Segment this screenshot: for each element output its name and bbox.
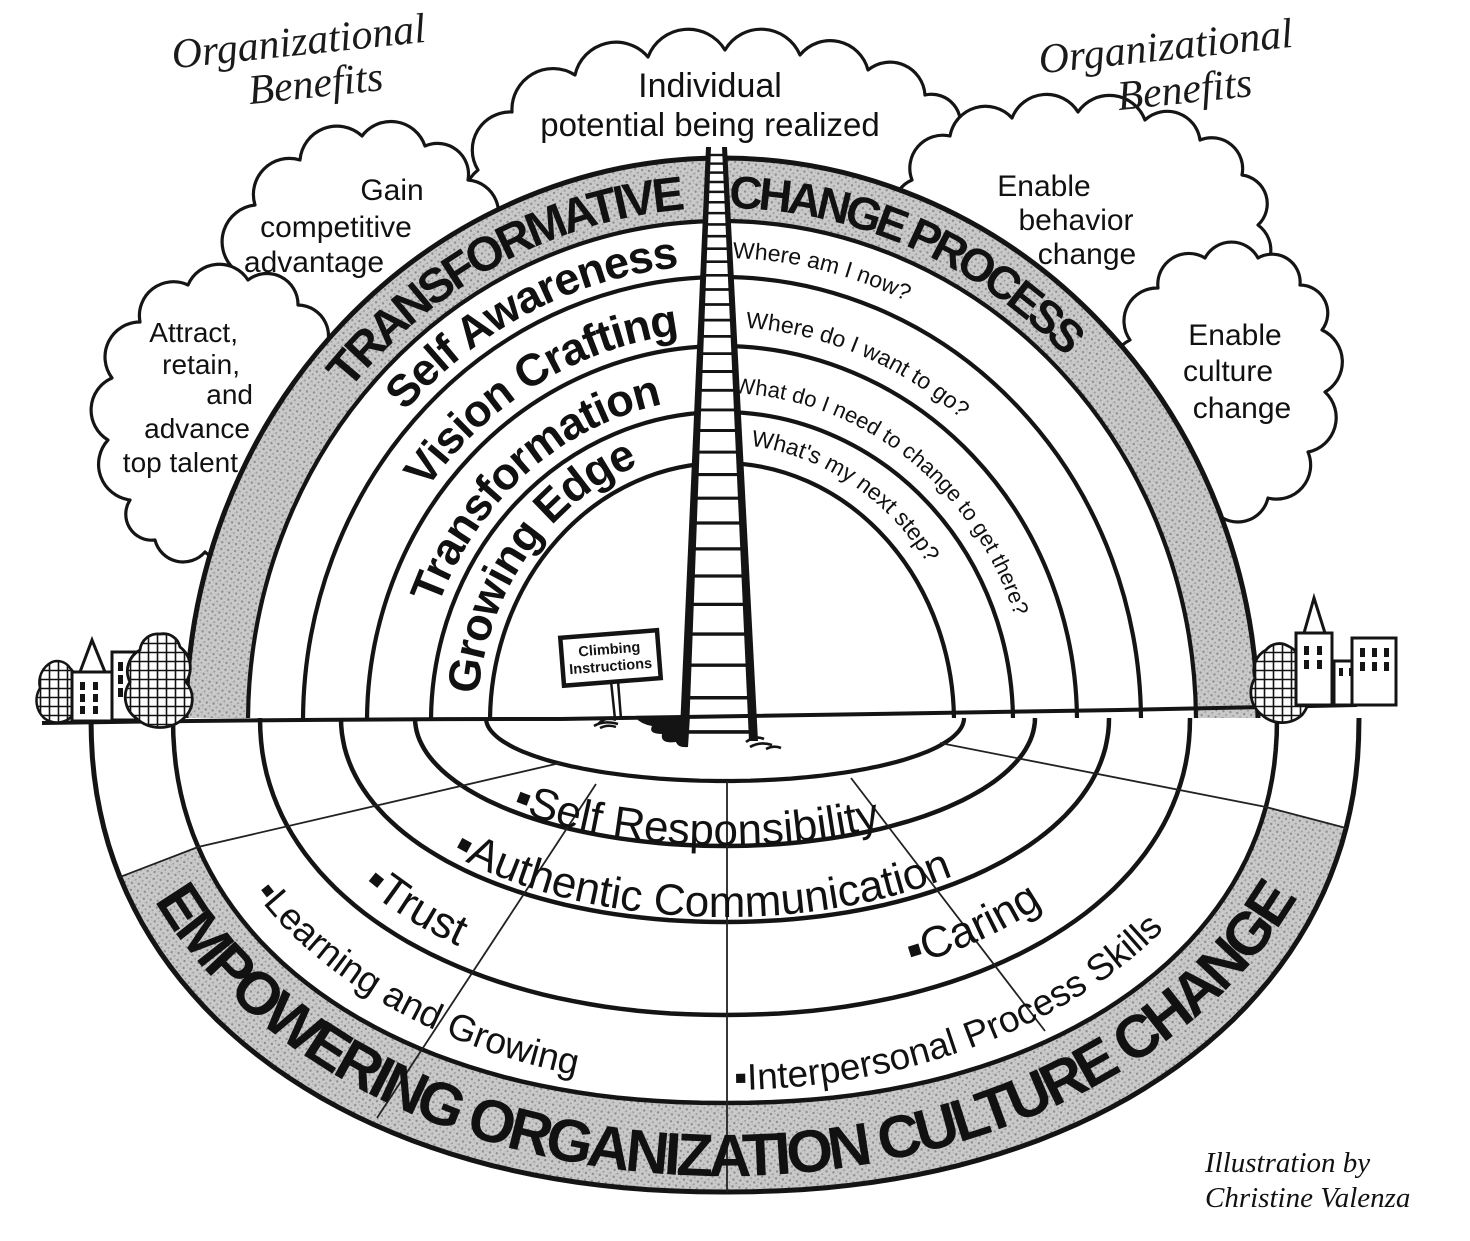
svg-text:Attract,: Attract, [149, 317, 238, 348]
svg-text:Christine Valenza: Christine Valenza [1205, 1182, 1410, 1214]
svg-text:retain,: retain, [162, 349, 240, 380]
svg-text:Enable: Enable [997, 170, 1090, 203]
svg-text:behavior: behavior [1018, 204, 1133, 237]
svg-text:advantage: advantage [244, 246, 384, 279]
svg-text:competitive: competitive [260, 211, 412, 244]
svg-text:change: change [1038, 238, 1136, 271]
svg-text:and: and [206, 379, 253, 410]
svg-text:Individual: Individual [638, 67, 782, 105]
svg-text:Enable: Enable [1188, 319, 1281, 352]
svg-text:Climbing: Climbing [578, 640, 641, 661]
svg-text:advance: advance [144, 413, 250, 444]
svg-text:Gain: Gain [360, 174, 423, 207]
svg-text:potential being realized: potential being realized [540, 106, 879, 143]
svg-text:change: change [1193, 392, 1291, 425]
svg-text:culture: culture [1183, 355, 1273, 388]
svg-text:Instructions: Instructions [569, 656, 653, 678]
svg-text:top talent: top talent [123, 447, 238, 478]
svg-text:Illustration by: Illustration by [1204, 1147, 1370, 1179]
